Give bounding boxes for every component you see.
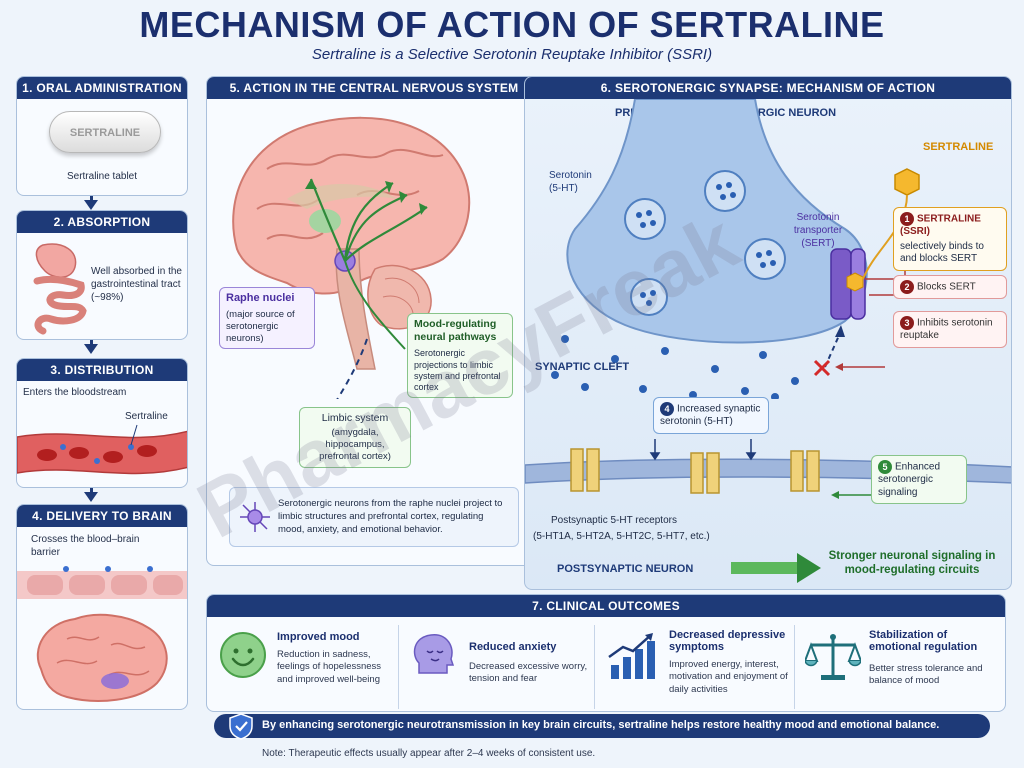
sertraline-label: Sertraline: [125, 411, 168, 422]
blood-brain-barrier-image: [17, 566, 187, 599]
sertraline-drug-label: SERTRALINE: [923, 141, 994, 153]
calm-head-icon: [413, 634, 455, 674]
outcome-title: Stabilization of emotional regulation: [869, 629, 978, 653]
distribution-text: Enters the bloodstream: [23, 387, 127, 398]
callout4-text: Increased synaptic serotonin (5-HT): [660, 403, 761, 428]
panel-synapse: 6. SEROTONERGIC SYNAPSE: MECHANISM OF AC…: [524, 76, 1012, 590]
outcome-title: Decreased depressive symptoms: [669, 629, 786, 653]
footnote: Note: Therapeutic effects usually appear…: [262, 748, 596, 759]
summary-banner: By enhancing serotonergic neurotransmiss…: [214, 713, 990, 740]
outcome-decreased-depression: Decreased depressive symptoms Improved e…: [603, 625, 795, 709]
flow-arrowhead: [84, 492, 98, 502]
mood-pathways-callout: Mood-regulating neural pathways Serotone…: [407, 313, 513, 399]
delivery-text: Crosses the blood–brain barrier: [31, 534, 140, 558]
outcome-text: Better stress tolerance and balance of m…: [869, 663, 983, 687]
panel-distribution: 3. DISTRIBUTION Enters the bloodstream S…: [16, 358, 188, 488]
presynaptic-neuron-image: [551, 99, 920, 399]
outcome-text: Improved energy, interest, motivation an…: [669, 659, 788, 695]
raphe-text: (major source of serotonergic neurons): [226, 308, 295, 344]
page-title: MECHANISM OF ACTION OF SERTRALINE: [139, 4, 885, 45]
neuron-icon: [240, 502, 270, 532]
shield-check-icon: [229, 713, 253, 740]
postsynaptic-label: POSTSYNAPTIC NEURON: [557, 563, 694, 575]
outcome-emotional-regulation: Stabilization of emotional regulation Be…: [803, 625, 999, 709]
panel-oral-administration: 1. ORAL ADMINISTRATION SERTRALINE Sertra…: [16, 76, 188, 196]
brain-sagittal-image: [232, 116, 471, 399]
panel-title: 4. DELIVERY TO BRAIN: [17, 505, 187, 527]
step-number-badge: 1: [900, 212, 914, 226]
rising-chart-icon: [608, 633, 655, 679]
mood-title: Mood-regulating neural pathways: [414, 318, 497, 344]
sert-label: Serotonin transporter (SERT): [793, 212, 843, 249]
panel-absorption: 2. ABSORPTION Well absorbed in the gastr…: [16, 210, 188, 340]
panel-title: 7. CLINICAL OUTCOMES: [207, 595, 1005, 617]
banner-text: By enhancing serotonergic neurotransmiss…: [262, 719, 940, 731]
brain-image: [36, 613, 168, 702]
panel-title: 1. ORAL ADMINISTRATION: [17, 77, 187, 99]
tablet-caption: Sertraline tablet: [66, 171, 138, 182]
callout1-text: selectively binds to and blocks SERT: [900, 240, 984, 265]
signaling-text: Stronger neuronal signaling in mood-regu…: [828, 550, 996, 577]
page-subtitle: Sertraline is a Selective Serotonin Reup…: [311, 46, 713, 63]
absorption-text: Well absorbed in the gastrointestinal tr…: [91, 266, 182, 303]
flow-arrow: [90, 196, 93, 202]
outcome-text: Decreased excessive worry, tension and f…: [469, 661, 588, 685]
callout3-text: Inhibits serotonin reuptake: [900, 317, 993, 342]
signaling-arrow-icon: [731, 553, 821, 583]
callout1-title: SERTRALINE (SSRI): [900, 213, 981, 238]
receptors-list: (5-HT1A, 5-HT2A, 5-HT2C, 5-HT7, etc.): [533, 531, 710, 542]
panel-title: 2. ABSORPTION: [17, 211, 187, 233]
tablet-imprint: SERTRALINE: [69, 127, 141, 139]
receptors-title: Postsynaptic 5-HT receptors: [551, 515, 677, 526]
raphe-nuclei-callout: Raphe nuclei (major source of serotonerg…: [219, 287, 315, 350]
outcome-improved-mood: Improved mood Reduction in sadness, feel…: [215, 625, 399, 709]
panel-delivery-to-brain: 4. DELIVERY TO BRAIN Crosses the blood–b…: [16, 504, 188, 710]
synaptic-cleft-label: SYNAPTIC CLEFT: [535, 361, 630, 373]
outcome-reduced-anxiety: Reduced anxiety Decreased excessive worr…: [407, 625, 595, 709]
callout5-text: Enhanced serotonergic signaling: [878, 461, 941, 498]
panel-title: 6. SEROTONERGIC SYNAPSE: MECHANISM OF AC…: [525, 77, 1011, 99]
cns-summary-box: Serotonergic neurons from the raphe nucl…: [229, 487, 519, 547]
panel-cns-action: 5. ACTION IN THE CENTRAL NERVOUS SYSTEM …: [206, 76, 542, 566]
balance-scale-icon: [805, 634, 861, 680]
mood-text: Serotonergic projections to limbic syste…: [414, 348, 501, 392]
step-number-badge: 2: [900, 280, 914, 294]
step-number-badge: 3: [900, 316, 914, 330]
cns-summary-text: Serotonergic neurons from the raphe nucl…: [278, 498, 503, 535]
serotonin-label: Serotonin (5-HT): [549, 170, 592, 194]
outcome-title: Reduced anxiety: [469, 641, 557, 653]
stomach-intestine-icon: [33, 243, 87, 335]
outcome-title: Improved mood: [277, 631, 360, 643]
step-number-badge: 5: [878, 460, 892, 474]
smiley-icon: [220, 632, 266, 678]
limbic-system-callout: Limbic system (amygdala, hippocampus, pr…: [299, 407, 411, 468]
flow-arrowhead: [84, 200, 98, 210]
outcome-text: Reduction in sadness, feelings of hopele…: [277, 649, 382, 685]
panel-title: 3. DISTRIBUTION: [17, 359, 187, 381]
callout2-text: Blocks SERT: [917, 281, 976, 293]
flow-arrow: [90, 488, 93, 494]
flow-arrowhead: [84, 344, 98, 354]
blood-vessel-image: [17, 424, 187, 475]
tablet-image: SERTRALINE: [49, 111, 161, 153]
panel-title: 5. ACTION IN THE CENTRAL NERVOUS SYSTEM: [207, 77, 541, 99]
panel-clinical-outcomes: 7. CLINICAL OUTCOMES Improved mood Reduc…: [206, 594, 1006, 712]
raphe-title: Raphe nuclei: [226, 292, 295, 304]
flow-arrow: [90, 340, 93, 346]
limbic-text: (amygdala, hippocampus, prefrontal corte…: [319, 427, 391, 462]
limbic-title: Limbic system: [321, 412, 389, 424]
step-number-badge: 4: [660, 402, 674, 416]
